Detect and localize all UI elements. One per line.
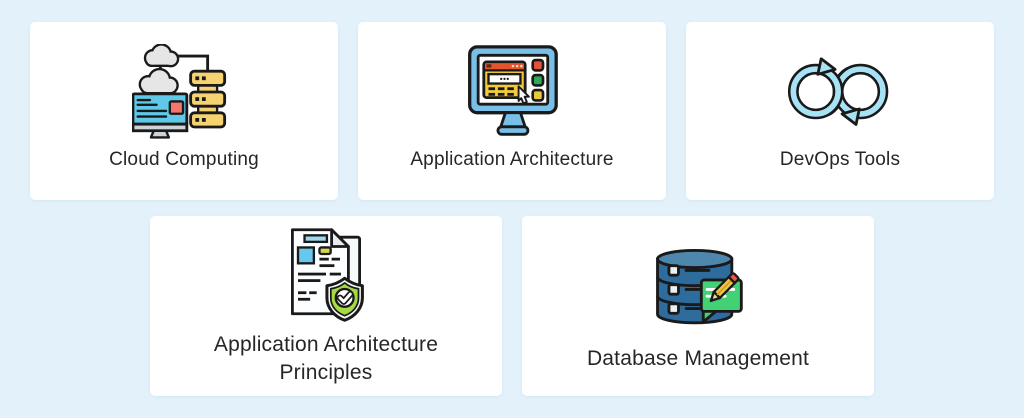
card-database-management[interactable]: Database Management bbox=[522, 216, 874, 396]
card-application-architecture[interactable]: Application Architecture bbox=[358, 22, 666, 200]
cloud-computing-icon bbox=[132, 43, 236, 141]
application-architecture-principles-icon bbox=[278, 226, 374, 324]
card-row-bottom: Application Architecture Principles bbox=[0, 216, 1024, 396]
database-management-icon bbox=[648, 240, 748, 338]
application-architecture-icon bbox=[460, 43, 564, 141]
card-devops-tools[interactable]: DevOps Tools bbox=[686, 22, 994, 200]
card-application-architecture-principles[interactable]: Application Architecture Principles bbox=[150, 216, 502, 396]
card-cloud-computing[interactable]: Cloud Computing bbox=[30, 22, 338, 200]
card-label: Cloud Computing bbox=[109, 149, 259, 171]
devops-tools-icon bbox=[784, 43, 896, 141]
card-row-top: Cloud Computing bbox=[0, 0, 1024, 200]
card-label: Application Architecture Principles bbox=[213, 333, 439, 384]
card-label: Application Architecture bbox=[410, 149, 614, 171]
card-label: Database Management bbox=[586, 346, 810, 370]
card-label: DevOps Tools bbox=[779, 149, 901, 171]
